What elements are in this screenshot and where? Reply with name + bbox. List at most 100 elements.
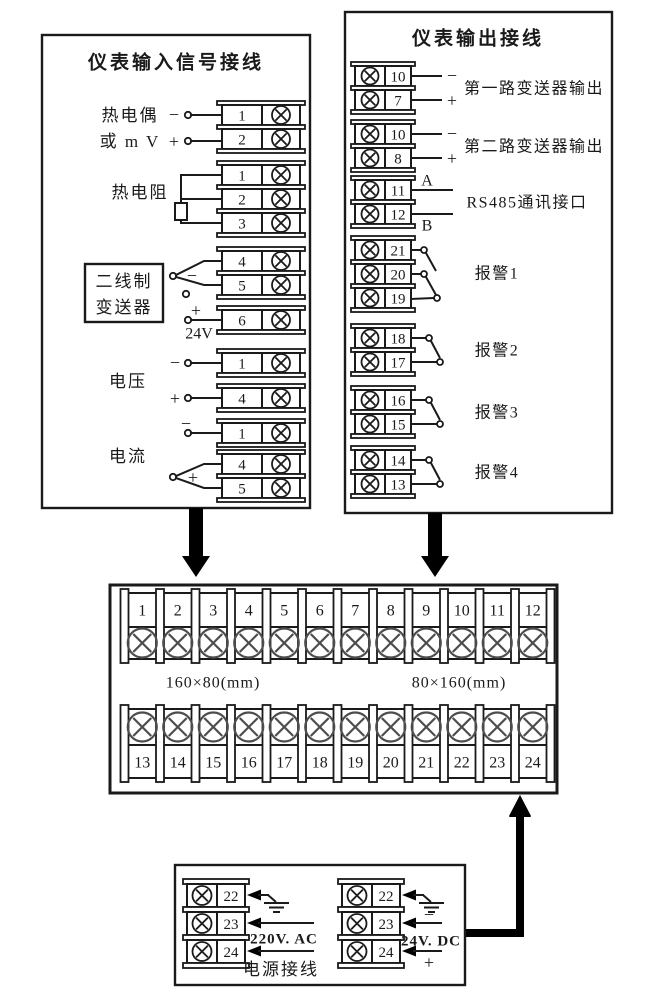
- screw-icon: [360, 180, 380, 200]
- screw-icon: [271, 105, 291, 125]
- contact-blade: [425, 252, 437, 272]
- current-fork-upper: [174, 463, 223, 478]
- screw-cross: [274, 313, 288, 327]
- screw-cross: [345, 633, 366, 653]
- tc-minus-mark: −: [169, 104, 179, 124]
- strip-terminal-number: 13: [134, 755, 150, 772]
- terminal-plate: [216, 148, 306, 154]
- screw-cross: [364, 292, 376, 304]
- contact-dot: [425, 456, 433, 464]
- terminal-plate: [216, 407, 306, 413]
- screw-icon: [360, 450, 380, 470]
- terminal-plate: [216, 497, 306, 503]
- screw-cross: [274, 168, 288, 182]
- screw-cross: [487, 633, 508, 653]
- screw-icon: [191, 885, 213, 906]
- screw-cross: [274, 391, 288, 405]
- screw-icon: [126, 711, 158, 743]
- screw-cross: [309, 633, 330, 653]
- screw-cross: [522, 717, 543, 737]
- tc-terminal-group: 12: [216, 100, 306, 154]
- screw-icon: [339, 627, 371, 659]
- strip-terminal-number: 11: [490, 603, 505, 620]
- contact-blade: [430, 462, 441, 481]
- screw-cross: [522, 633, 543, 653]
- terminal-number: 19: [391, 291, 406, 307]
- screw-cross: [364, 94, 376, 106]
- strip-divider: [403, 588, 414, 664]
- xmtr-fork-lower: [174, 275, 223, 286]
- contact-dot: [425, 396, 433, 404]
- screw-cross: [364, 478, 376, 490]
- screw-cross: [274, 633, 295, 653]
- screw-icon: [271, 353, 291, 373]
- strip-terminal-number: 23: [489, 755, 505, 772]
- terminal-plate: [350, 109, 416, 115]
- screw-cross: [309, 717, 330, 737]
- out1-label: 第一路变送器输出: [464, 80, 604, 98]
- out2-plus-mark: +: [447, 148, 457, 168]
- screw-icon: [360, 264, 380, 284]
- screw-icon: [410, 627, 442, 659]
- screw-icon: [271, 388, 291, 408]
- screw-cross: [274, 254, 288, 268]
- screw-icon: [304, 711, 336, 743]
- screw-icon: [162, 627, 194, 659]
- resistor-symbol: [174, 202, 188, 221]
- screw-cross: [350, 916, 364, 931]
- screw-cross: [132, 633, 153, 653]
- arrow-head: [247, 945, 261, 957]
- screw-cross: [364, 128, 376, 140]
- strip-divider: [510, 588, 520, 664]
- screw-icon: [360, 288, 380, 308]
- screw-icon: [360, 90, 380, 110]
- terminal-plate: [182, 962, 250, 969]
- terminal-number: 13: [391, 477, 406, 493]
- terminal-number: 24: [224, 945, 240, 961]
- output-panel-title: 仪表输出接线: [411, 27, 544, 50]
- screw-cross: [350, 888, 364, 903]
- strip-divider: [190, 588, 201, 664]
- current-plus-terminal-group: 45: [216, 449, 306, 503]
- terminal-number: 18: [391, 331, 406, 347]
- screw-icon: [233, 627, 265, 659]
- screw-cross: [195, 888, 209, 903]
- strip-terminal-number: 9: [422, 603, 430, 620]
- thermocouple-label2: 或 m V: [100, 132, 161, 151]
- terminal-number: 2: [238, 132, 246, 148]
- strip-terminal-number: 16: [241, 755, 257, 772]
- terminal-number: 23: [379, 917, 394, 933]
- strip-divider: [332, 588, 343, 664]
- strip-terminal-number: 24: [525, 755, 541, 772]
- xmtr-plus-mark: +: [191, 300, 201, 320]
- terminal-number: 6: [238, 313, 246, 329]
- screw-icon: [268, 711, 300, 743]
- screw-cross: [167, 633, 188, 653]
- current-label: 电流: [109, 447, 147, 466]
- screw-icon: [360, 124, 380, 144]
- screw-icon: [346, 941, 368, 962]
- terminal-plate: [350, 493, 416, 499]
- thermocouple-label: 热电偶: [102, 106, 159, 125]
- strip-terminal-number: 18: [312, 755, 328, 772]
- dc-voltage-label: 24V. DC: [401, 933, 461, 949]
- terminal-number: 2: [238, 192, 246, 208]
- terminal-number: 1: [238, 356, 246, 372]
- input-panel-title: 仪表输入信号接线: [87, 51, 264, 74]
- strip-divider: [297, 588, 307, 664]
- dimension-right: 80×160(mm): [412, 675, 507, 692]
- xmtr-minus-mark: −: [187, 265, 197, 285]
- terminal-number: 5: [238, 278, 246, 294]
- power-arrow-horizontal: [465, 929, 524, 937]
- screw-icon: [360, 352, 380, 372]
- terminal-number: 22: [379, 889, 394, 905]
- screw-cross: [451, 633, 472, 653]
- terminal-number: 20: [391, 267, 406, 283]
- terminal-number: 12: [391, 207, 406, 223]
- screw-cross: [416, 633, 437, 653]
- strip-divider: [368, 704, 378, 783]
